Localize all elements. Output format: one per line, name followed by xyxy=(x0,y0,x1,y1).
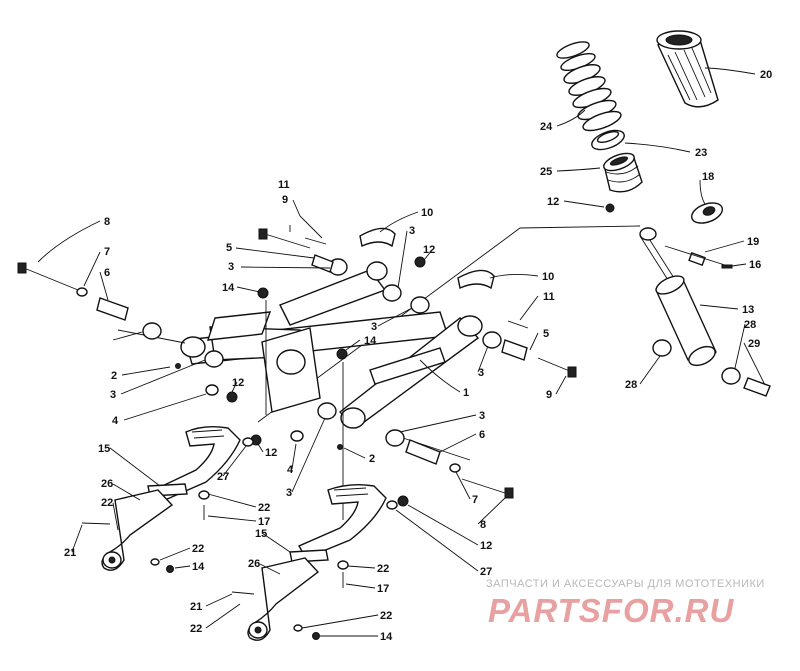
callout-3: 3 xyxy=(228,261,234,273)
spring-adjuster xyxy=(603,152,643,193)
callout-26: 26 xyxy=(248,558,260,570)
shock-top-nut xyxy=(605,203,615,213)
callout-14: 14 xyxy=(192,561,205,573)
callout-27: 27 xyxy=(217,471,229,483)
callout-12: 12 xyxy=(232,377,244,389)
callout-22: 22 xyxy=(190,623,202,635)
callout-11: 11 xyxy=(278,179,290,191)
callout-27: 27 xyxy=(480,566,492,578)
leader-lines xyxy=(37,67,766,637)
callout-3: 3 xyxy=(409,225,415,237)
callout-5: 5 xyxy=(226,242,232,254)
callout-28: 28 xyxy=(625,379,637,391)
callout-17: 17 xyxy=(258,516,270,528)
watermark-logo: PARTSFOR.RU xyxy=(488,592,734,629)
callout-12: 12 xyxy=(480,540,492,552)
callout-7: 7 xyxy=(472,494,478,506)
callout-15: 15 xyxy=(255,528,267,540)
shock-boot xyxy=(656,30,719,108)
callout-14: 14 xyxy=(364,335,377,347)
callout-9: 9 xyxy=(546,389,552,401)
callout-labels: 20 24 23 25 18 12 19 16 13 28 29 28 11 9… xyxy=(64,69,772,643)
callout-5: 5 xyxy=(543,328,549,340)
callout-29: 29 xyxy=(748,338,760,350)
shock-spacer-bolt xyxy=(664,245,733,269)
callout-22: 22 xyxy=(258,502,270,514)
callout-10: 10 xyxy=(421,207,433,219)
callout-15: 15 xyxy=(98,443,110,455)
callout-2: 2 xyxy=(369,453,375,465)
callout-3: 3 xyxy=(479,410,485,422)
callout-2: 2 xyxy=(111,370,117,382)
watermark-logo-text: PARTSFOR.RU xyxy=(488,592,734,629)
callout-23: 23 xyxy=(695,147,707,159)
callout-4: 4 xyxy=(287,464,294,476)
callout-18: 18 xyxy=(702,171,714,183)
callout-16: 16 xyxy=(749,259,761,271)
callout-3: 3 xyxy=(371,321,377,333)
callout-22: 22 xyxy=(380,610,392,622)
shock-absorber-group xyxy=(257,30,771,423)
callout-12: 12 xyxy=(265,447,277,459)
shock-body xyxy=(257,225,717,423)
callout-28: 28 xyxy=(744,319,756,331)
callout-12: 12 xyxy=(547,196,559,208)
callout-22: 22 xyxy=(377,563,389,575)
coil-spring xyxy=(556,41,622,132)
link-assemblies xyxy=(81,425,387,641)
spring-collar xyxy=(591,129,625,151)
watermark-tagline: ЗАПЧАСТИ И АКСЕССУАРЫ ДЛЯ МОТОТЕХНИКИ xyxy=(486,578,765,590)
callout-3: 3 xyxy=(478,367,484,379)
callout-3: 3 xyxy=(110,389,116,401)
callout-6: 6 xyxy=(104,267,110,279)
callout-24: 24 xyxy=(540,121,553,133)
callout-22: 22 xyxy=(101,497,113,509)
callout-6: 6 xyxy=(479,429,485,441)
callout-14: 14 xyxy=(222,282,235,294)
callout-19: 19 xyxy=(747,236,759,248)
callout-1: 1 xyxy=(463,387,469,399)
callout-4: 4 xyxy=(112,415,119,427)
callout-3: 3 xyxy=(286,487,292,499)
callout-21: 21 xyxy=(190,601,202,613)
callout-9: 9 xyxy=(282,194,288,206)
callout-17: 17 xyxy=(377,583,389,595)
shock-lower-bushings xyxy=(652,339,741,385)
callout-20: 20 xyxy=(760,69,772,81)
callout-8: 8 xyxy=(104,216,110,228)
callout-8: 8 xyxy=(480,519,486,531)
callout-21: 21 xyxy=(64,547,76,559)
shock-lower-sleeve xyxy=(743,377,771,397)
callout-25: 25 xyxy=(540,166,552,178)
callout-11: 11 xyxy=(543,291,555,303)
callout-14: 14 xyxy=(380,631,393,643)
callout-12: 12 xyxy=(423,244,435,256)
pivot-arm-assembly xyxy=(17,227,577,520)
callout-22: 22 xyxy=(192,543,204,555)
callout-10: 10 xyxy=(542,271,554,283)
callout-13: 13 xyxy=(742,304,754,316)
callout-7: 7 xyxy=(104,246,110,258)
callout-26: 26 xyxy=(101,478,113,490)
shock-bushing xyxy=(690,202,724,224)
